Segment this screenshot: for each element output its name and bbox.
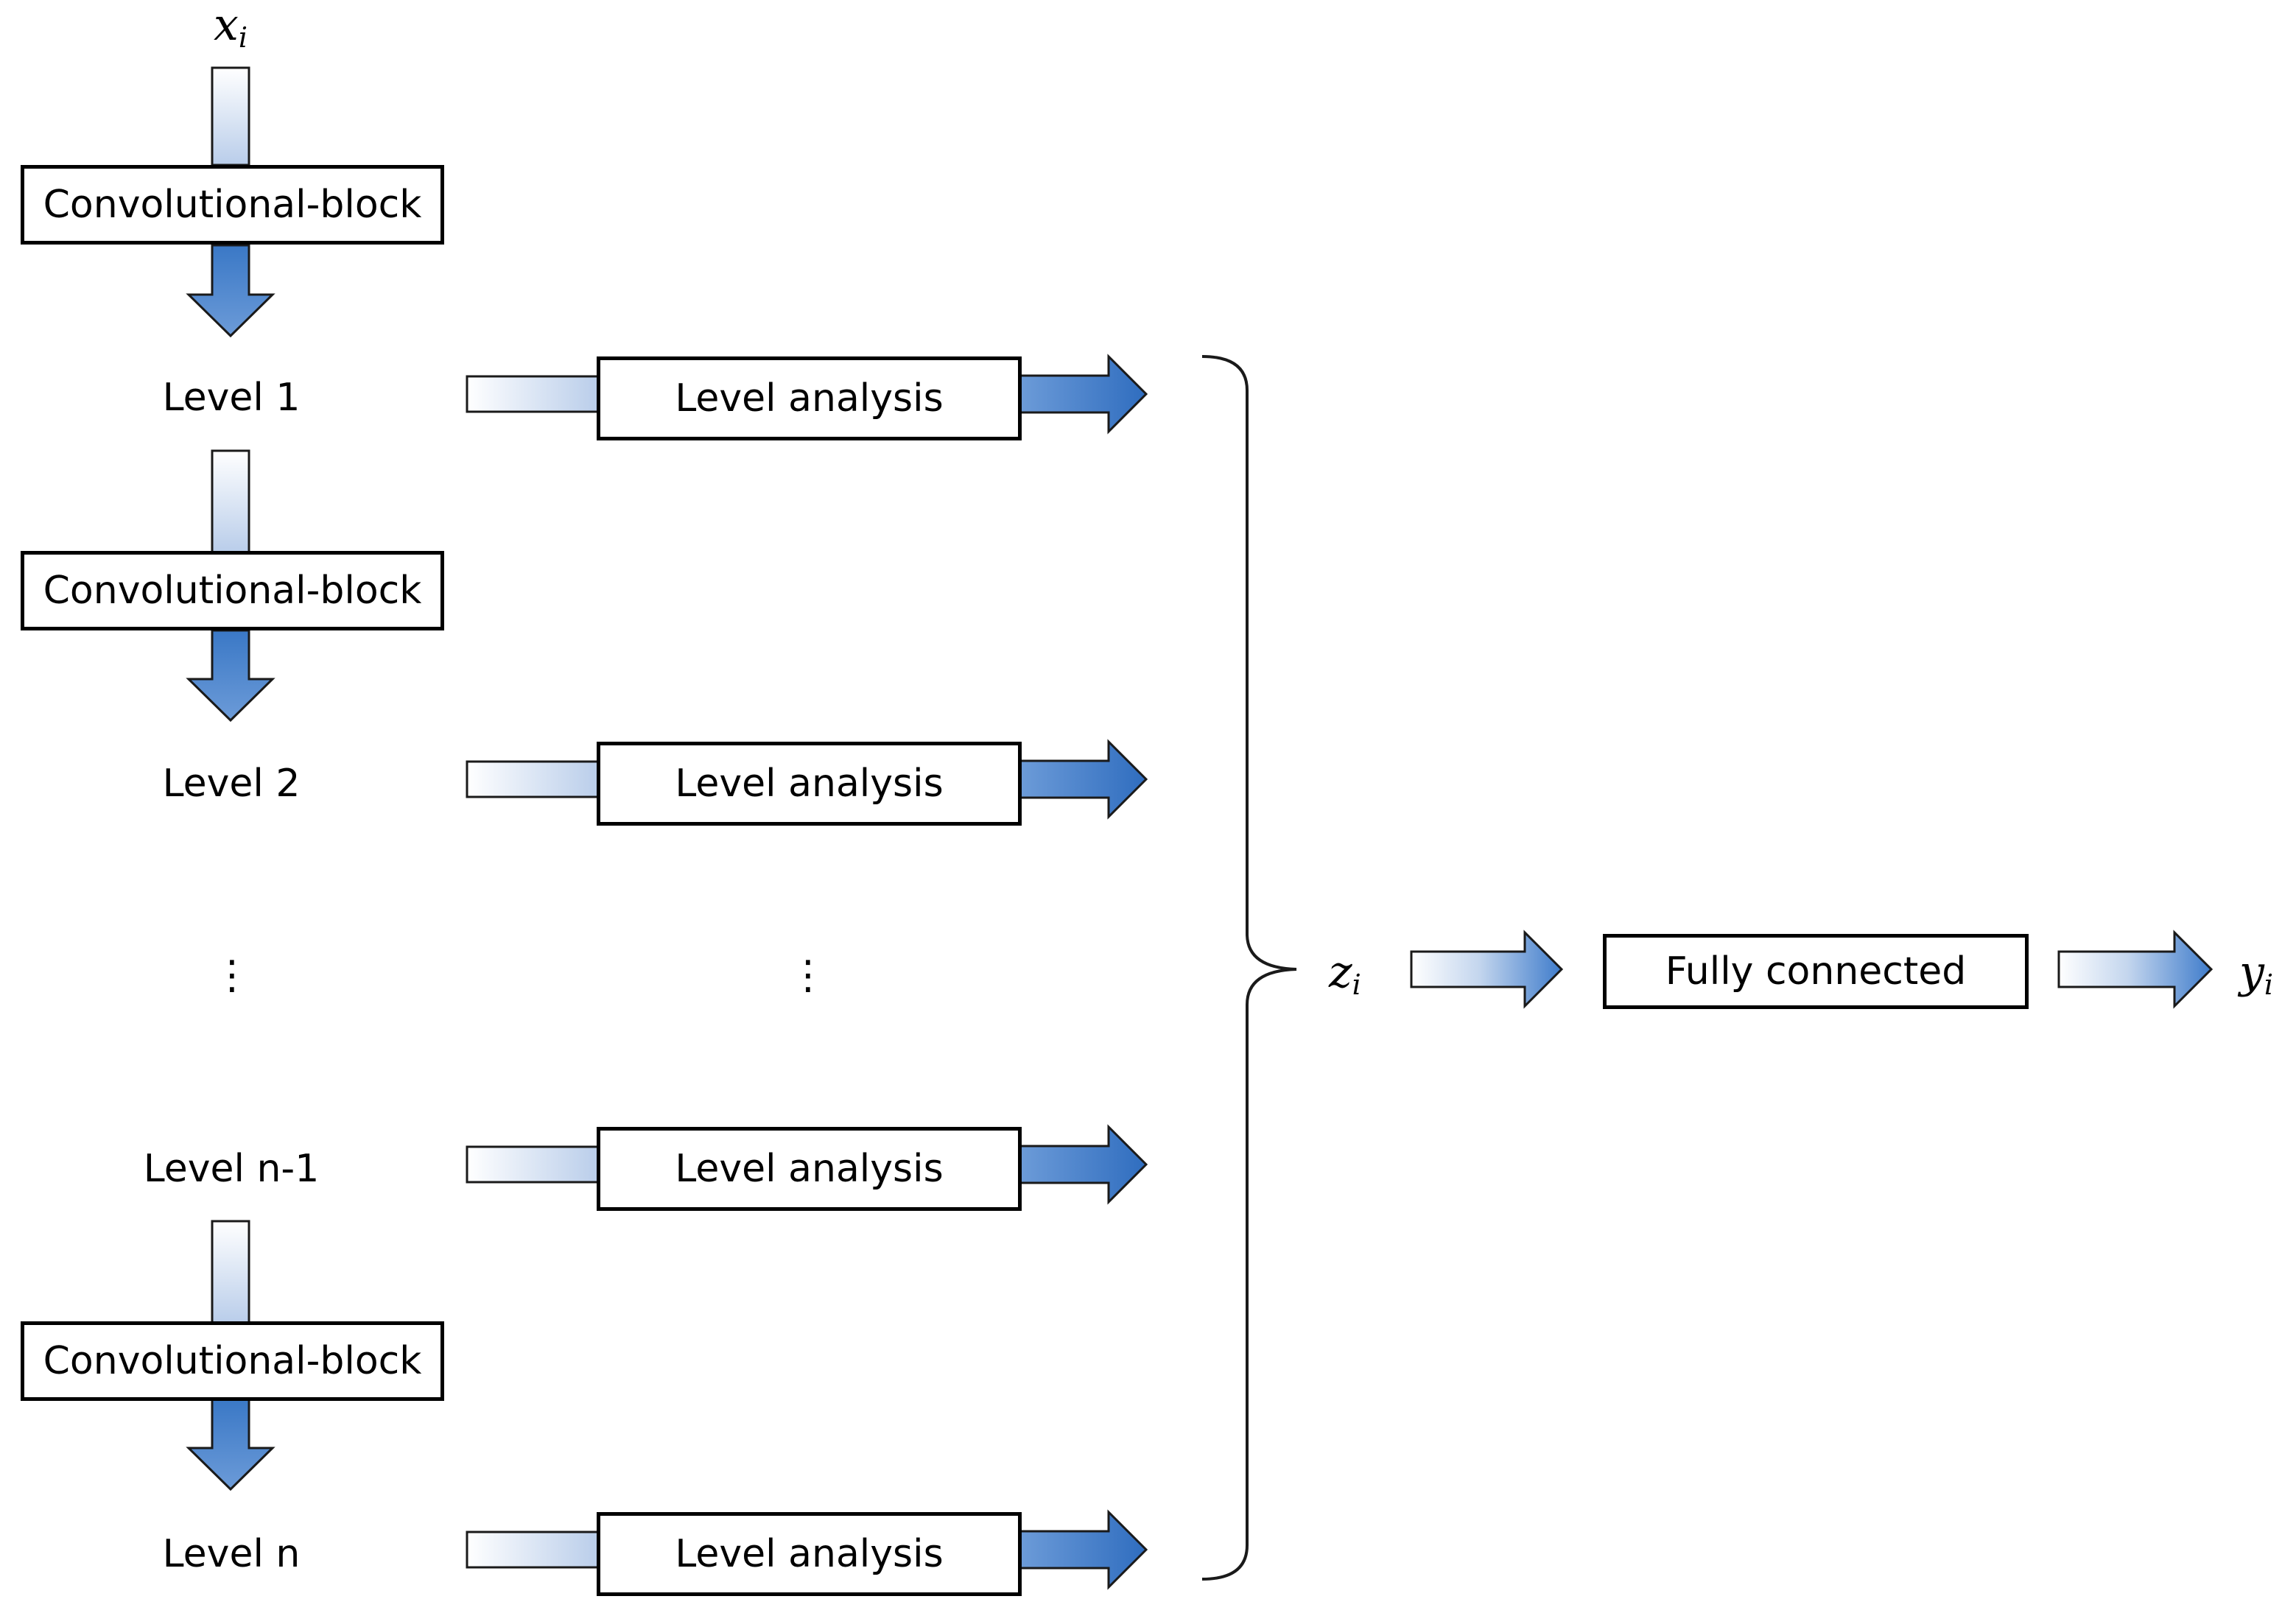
latent-var-subscript: i <box>1352 969 1361 1001</box>
stub-la-1 <box>466 375 601 413</box>
right-arrow-la-2 <box>1019 739 1148 820</box>
level-analysis-1-label: Level analysis <box>675 376 944 421</box>
concat-brace <box>1201 355 1297 1581</box>
level-analysis-4: Level analysis <box>597 1512 1022 1596</box>
stub-la-2 <box>466 760 601 798</box>
stub-la-4 <box>466 1531 601 1569</box>
down-arrow-1 <box>186 244 275 338</box>
input-var-letter: x <box>214 0 239 51</box>
ellipsis-levels: ⋮ <box>212 952 252 998</box>
right-arrow-la-1 <box>1019 354 1148 435</box>
latent-var-letter: z <box>1329 946 1352 998</box>
stub-la-3 <box>466 1145 601 1184</box>
level-analysis-4-label: Level analysis <box>675 1532 944 1576</box>
fully-connected-label: Fully connected <box>1665 949 1967 994</box>
right-arrow-la-4 <box>1019 1509 1148 1590</box>
conv-block-1: Convolutional-block <box>21 165 444 245</box>
down-arrow-2 <box>186 629 275 723</box>
conv-block-2-label: Convolutional-block <box>43 569 422 613</box>
latent-variable: zi <box>1329 950 1361 999</box>
input-stem <box>211 66 250 166</box>
conv-block-3: Convolutional-block <box>21 1321 444 1401</box>
level-analysis-3-label: Level analysis <box>675 1147 944 1191</box>
arrow-fc-to-y <box>2057 930 2214 1009</box>
ellipsis-analysis: ⋮ <box>788 952 828 998</box>
fully-connected-block: Fully connected <box>1603 934 2029 1009</box>
conv-block-2: Convolutional-block <box>21 551 444 630</box>
output-var-subscript: i <box>2264 969 2274 1001</box>
level-2-label: Level 2 <box>162 762 301 806</box>
level-n-1-label: Level n-1 <box>143 1147 320 1191</box>
down-arrow-3 <box>186 1398 275 1491</box>
arrow-z-to-fc <box>1410 930 1564 1009</box>
level-analysis-3: Level analysis <box>597 1127 1022 1211</box>
stem-level-n-1 <box>211 1220 250 1324</box>
right-arrow-la-3 <box>1019 1124 1148 1205</box>
conv-block-3-label: Convolutional-block <box>43 1339 422 1383</box>
level-n-label: Level n <box>162 1532 301 1576</box>
level-1-label: Level 1 <box>162 376 301 420</box>
input-variable: xi <box>214 3 247 52</box>
level-analysis-1: Level analysis <box>597 356 1022 440</box>
conv-block-1-label: Convolutional-block <box>43 183 422 227</box>
input-var-subscript: i <box>238 21 247 54</box>
output-variable: yi <box>2239 950 2273 999</box>
level-analysis-2: Level analysis <box>597 742 1022 826</box>
level-analysis-2-label: Level analysis <box>675 762 944 806</box>
stem-level1 <box>211 449 250 554</box>
output-var-letter: y <box>2239 946 2264 998</box>
